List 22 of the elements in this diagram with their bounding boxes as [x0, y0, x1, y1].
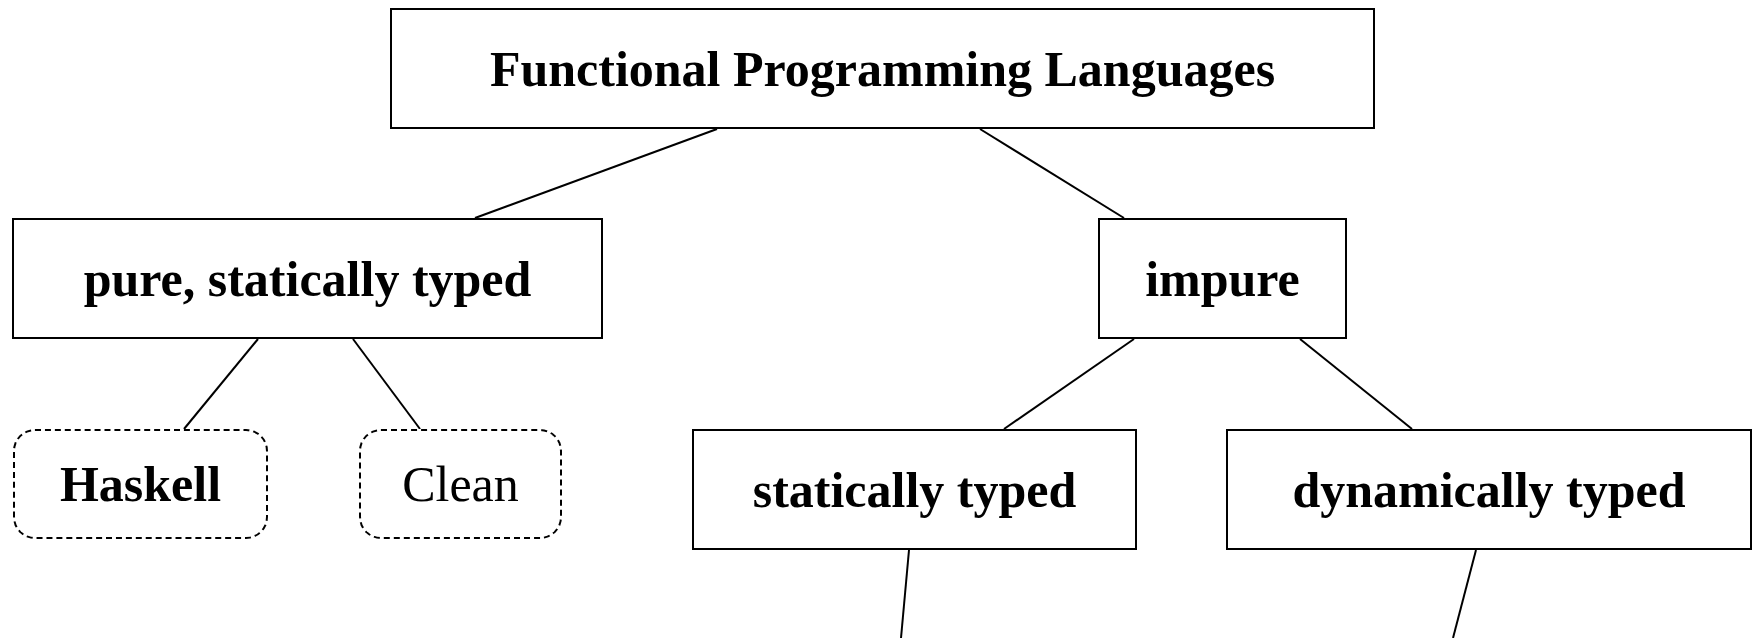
node-label: Haskell: [59, 455, 222, 513]
connector-line: [1003, 338, 1135, 430]
connector-line: [352, 338, 421, 430]
node-label: Clean: [402, 455, 519, 513]
category-box: [1098, 218, 1347, 339]
category-box: [1226, 429, 1752, 550]
category-box: [692, 429, 1137, 550]
connector-line: [900, 549, 910, 638]
node-label: impure: [1145, 249, 1300, 308]
node-label: statically typed: [752, 460, 1077, 519]
category-box: [390, 8, 1375, 129]
language-box: [13, 429, 268, 539]
connector-line: [979, 128, 1125, 219]
node-label: pure, statically typed: [83, 249, 532, 308]
category-box: [12, 218, 603, 339]
connector-line: [183, 338, 259, 430]
node-label: dynamically typed: [1292, 460, 1686, 519]
language-box: [359, 429, 562, 539]
connector-line: [1299, 338, 1413, 430]
connector-line: [1452, 549, 1477, 638]
node-label: Functional Programming Languages: [489, 39, 1276, 98]
connector-line: [474, 128, 718, 219]
